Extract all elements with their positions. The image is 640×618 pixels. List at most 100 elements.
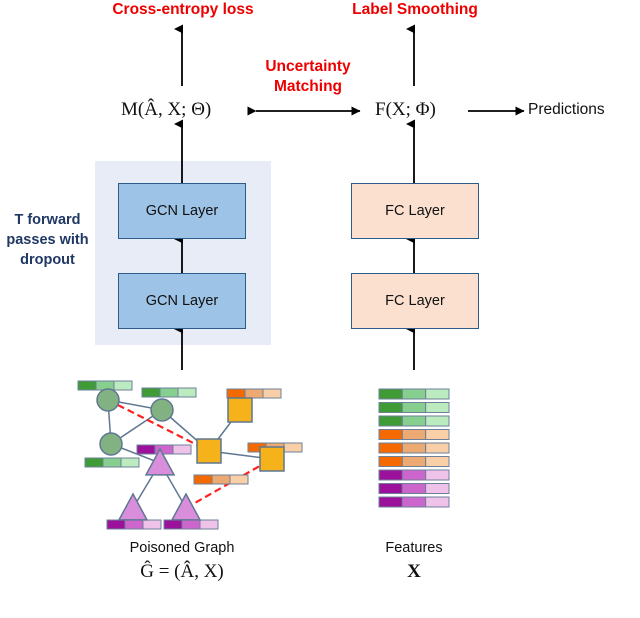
predictions-label: Predictions <box>528 101 605 118</box>
graph-node-green-circle <box>150 398 174 422</box>
poisoned-graph-caption: Poisoned Graph <box>129 540 235 556</box>
feature-segment <box>124 519 144 530</box>
feature-segment <box>283 442 303 453</box>
feature-segment <box>378 456 403 467</box>
feature-bar <box>378 442 450 454</box>
feature-segment <box>378 415 403 427</box>
feature-segment <box>401 429 427 440</box>
feature-segment <box>172 444 192 455</box>
feature-segment <box>401 496 427 508</box>
feature-segment <box>226 388 246 399</box>
feature-segment <box>401 402 427 413</box>
feature-segment <box>425 456 450 467</box>
feature-segment <box>378 483 403 494</box>
poisoned-graph-expression: Ĝ = (Â, X) <box>140 561 224 582</box>
feature-segment <box>113 380 133 391</box>
t-forward-line3: dropout <box>20 252 75 268</box>
fc-layer-bottom-label: FC Layer <box>385 293 445 309</box>
feature-segment <box>177 387 197 398</box>
feature-bar <box>378 456 450 467</box>
uncertainty-matching-line2: Matching <box>273 78 343 95</box>
feature-bar <box>136 444 192 455</box>
graph-node-green-circle <box>99 432 123 456</box>
graph-node-green-circle <box>96 388 120 412</box>
uncertainty-matching-line1: Uncertainty <box>265 58 351 75</box>
graph-node-purple-triangle <box>170 492 202 521</box>
feature-segment <box>425 483 450 494</box>
gcn-layer-bottom-box[interactable]: GCN Layer <box>118 273 246 329</box>
features-expression: X <box>407 561 421 582</box>
feature-segment <box>136 444 156 455</box>
graph-edge <box>107 399 210 452</box>
feature-segment <box>229 474 249 485</box>
feature-segment <box>378 429 403 440</box>
feature-bar <box>226 388 282 399</box>
graph-nodes <box>96 388 285 521</box>
feature-segment <box>193 474 213 485</box>
fc-layer-top-box[interactable]: FC Layer <box>351 183 479 239</box>
graph-node-orange-square <box>196 438 222 464</box>
feature-segment <box>163 519 183 530</box>
feature-segment <box>141 387 161 398</box>
feature-segment <box>378 469 403 481</box>
feature-segment <box>142 519 162 530</box>
feature-segment <box>244 388 264 399</box>
feature-bar <box>378 429 450 440</box>
feature-segment <box>401 415 427 427</box>
t-forward-line2: passes with <box>6 232 89 248</box>
feature-bar <box>163 519 219 530</box>
feature-segment <box>262 388 282 399</box>
feature-bar <box>378 415 450 427</box>
feature-segment <box>199 519 219 530</box>
feature-segment <box>106 519 126 530</box>
feature-segment <box>425 402 450 413</box>
graph-node-purple-triangle <box>144 447 176 476</box>
feature-segment <box>378 402 403 413</box>
feature-bar <box>378 496 450 508</box>
feature-bar <box>378 469 450 481</box>
graph-node-orange-square <box>227 397 253 423</box>
feature-segment <box>425 388 450 400</box>
feature-segment <box>401 483 427 494</box>
feature-bar <box>141 387 197 398</box>
fc-layer-bottom-box[interactable]: FC Layer <box>351 273 479 329</box>
feature-segment <box>77 380 97 391</box>
feature-segment <box>378 496 403 508</box>
feature-bar <box>378 388 450 400</box>
features-caption: Features <box>385 540 443 556</box>
model-right-expression: F(X; Φ) <box>375 99 436 120</box>
feature-segment <box>425 429 450 440</box>
feature-segment <box>181 519 201 530</box>
feature-segment <box>102 457 122 468</box>
graph-node-purple-triangle <box>117 492 149 521</box>
gcn-layer-bottom-label: GCN Layer <box>145 293 219 309</box>
features-matrix-rows <box>378 388 450 508</box>
gcn-layer-top-label: GCN Layer <box>145 203 219 219</box>
feature-segment <box>120 457 140 468</box>
feature-segment <box>401 442 427 454</box>
t-forward-line1: T forward <box>14 212 81 228</box>
feature-segment <box>425 415 450 427</box>
feature-segment <box>425 469 450 481</box>
feature-segment <box>211 474 231 485</box>
feature-segment <box>401 388 427 400</box>
gcn-layer-top-box[interactable]: GCN Layer <box>118 183 246 239</box>
label-smoothing-label: Label Smoothing <box>352 1 478 18</box>
feature-segment <box>401 469 427 481</box>
feature-bar <box>378 402 450 413</box>
feature-segment <box>425 442 450 454</box>
fc-layer-top-label: FC Layer <box>385 203 445 219</box>
feature-bar <box>84 457 140 468</box>
feature-segment <box>401 456 427 467</box>
feature-segment <box>84 457 104 468</box>
feature-bar <box>106 519 162 530</box>
feature-segment <box>378 442 403 454</box>
feature-segment <box>425 496 450 508</box>
model-left-expression: M(Â, X; Θ) <box>121 99 212 120</box>
feature-bar <box>193 474 249 485</box>
feature-segment <box>159 387 179 398</box>
feature-bar <box>378 483 450 494</box>
cross-entropy-loss-label: Cross-entropy loss <box>112 1 254 18</box>
feature-segment <box>378 388 403 400</box>
graph-node-orange-square <box>259 446 285 472</box>
